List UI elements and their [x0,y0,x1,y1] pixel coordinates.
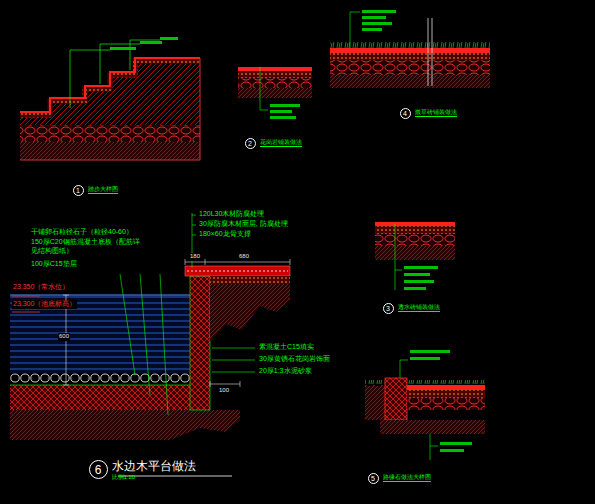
detail-callout: 5 路缘石做法大样图 [368,473,431,484]
detail-title: 花岗岩铺装做法 [260,139,302,148]
detail-callout: 1 踏步大样图 [73,185,118,196]
detail-caption-group: 透水砖铺装做法 [398,304,440,313]
layer-note: 180×60龙骨支撑 [198,230,252,239]
detail-caption-group: 嵌草砖铺装做法 [415,109,457,118]
detail-caption-group: 踏步大样图 [88,186,118,195]
callout-number: 1 [73,185,84,196]
elevation-text: 23.300（池底标高） [12,300,77,309]
layer-note: 30厚黄锈石花岗岩饰面 [258,355,331,364]
dimension-text: 180 [189,253,201,261]
callout-number: 5 [368,473,379,484]
detail-title: 透水砖铺装做法 [398,304,440,313]
layer-note: 100厚C15垫层 [30,260,78,269]
layer-note: 30厚防腐木材面层, 防腐处理 [198,220,289,229]
layer-note: 素混凝土C15填实 [258,343,315,352]
callout-number: 3 [383,303,394,314]
layer-note: 150厚C20钢筋混凝土底板（配筋详见结构图纸） [30,238,144,256]
scale-note: 比例1:20 [112,474,196,482]
dimension-text: 100 [218,387,230,395]
detail-callout: 3 透水砖铺装做法 [383,303,440,314]
detail-caption-group: 路缘石做法大样图 [383,474,431,483]
detail-callout: 4 嵌草砖铺装做法 [400,108,457,119]
layer-note: 120L30木材防腐处理 [198,210,265,219]
detail-title: 水边木平台做法 [112,459,196,474]
detail-title: 踏步大样图 [88,186,118,195]
callout-number: 4 [400,108,411,119]
elevation-text: 23.350（常水位） [12,283,70,292]
dimension-text: 680 [238,253,250,261]
layer-note: 干铺卵石粒径石子（粒径40-60） [30,228,134,237]
callout-number: 2 [245,138,256,149]
detail-caption-group: 花岗岩铺装做法 [260,139,302,148]
detail-title: 路缘石做法大样图 [383,474,431,483]
layer-note: 20厚1:3水泥砂浆 [258,367,313,376]
detail-callout: 2 花岗岩铺装做法 [245,138,302,149]
detail-caption-group: 水边木平台做法比例1:20 [112,459,196,482]
detail-title: 嵌草砖铺装做法 [415,109,457,118]
detail-callout: 6水边木平台做法比例1:20 [89,459,196,482]
callout-number: 6 [89,460,108,479]
dimension-text: 600 [58,333,70,341]
